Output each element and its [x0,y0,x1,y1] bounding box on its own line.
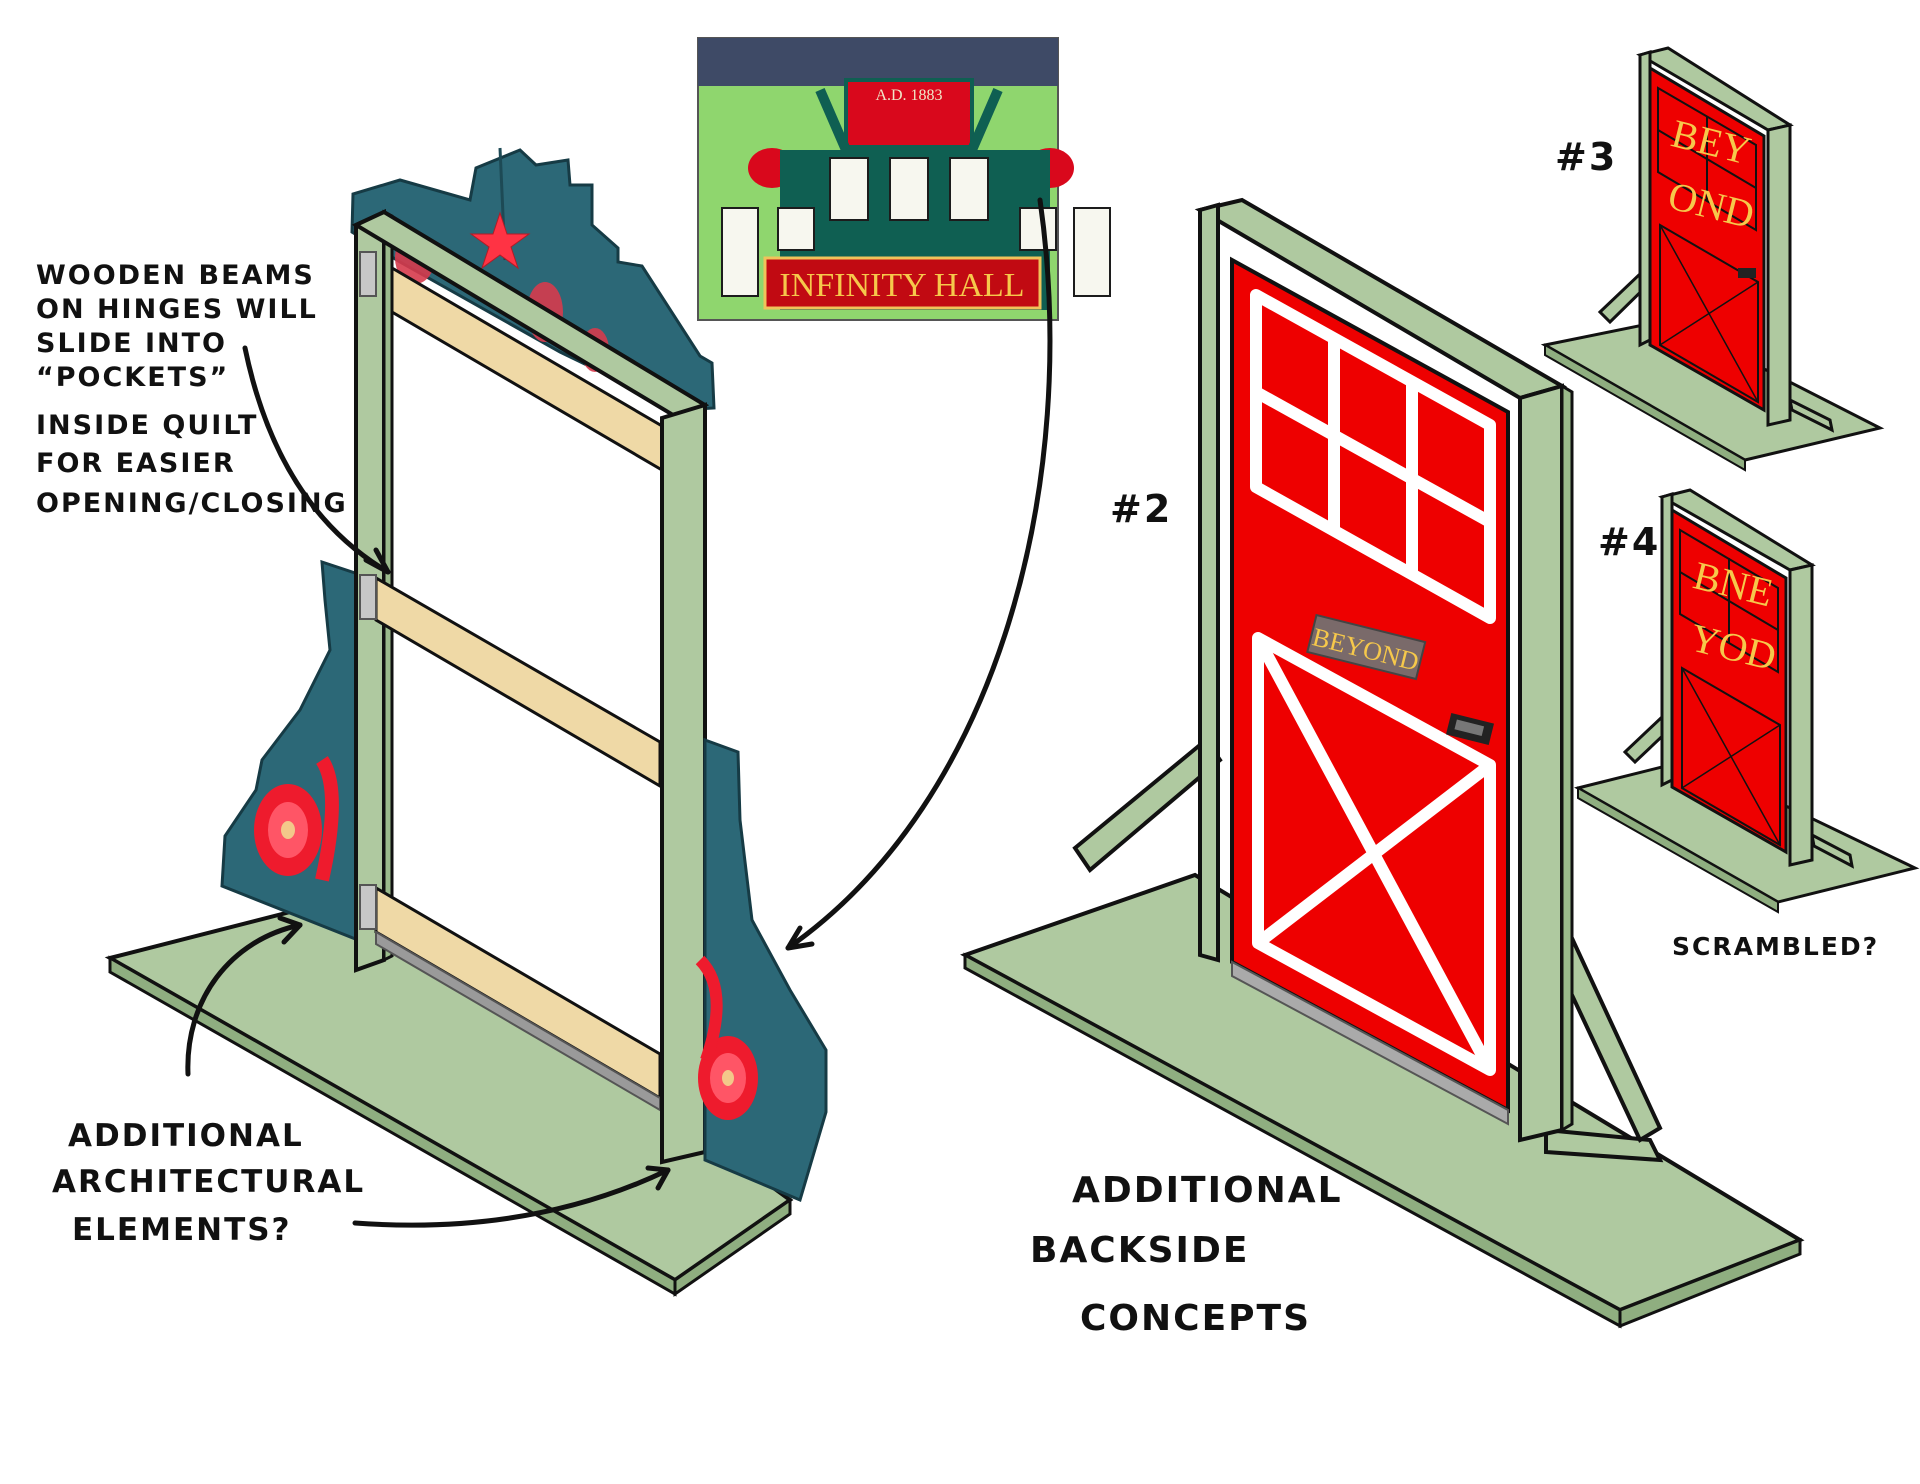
door-face [1230,256,1510,1114]
concept-4-door: BNE YOD [1574,488,1920,914]
concept-3-label: #3 [1555,135,1617,179]
photo-building-label: INFINITY HALL [779,267,1024,304]
concept-2-label: #2 [1110,487,1172,531]
photo-year-label: A.D. 1883 [875,87,942,104]
hinge-note-line: “POCKETS” [36,362,229,393]
reference-photo: INFINITY HALL A.D. 1883 [697,37,1111,321]
hinge-note-line: SLIDE INTO [36,328,227,359]
backside-note-line: CONCEPTS [1080,1298,1311,1339]
hinge-note-line: INSIDE QUILT [36,410,258,441]
architectural-note-line: ADDITIONAL [68,1118,304,1154]
hinge-icon [359,574,377,620]
architectural-note-line: ELEMENTS? [72,1212,292,1248]
scrambled-note: SCRAMBLED? [1672,932,1879,961]
backside-note-line: BACKSIDE [1030,1230,1249,1271]
hinge-note-line: ON HINGES WILL [36,294,318,325]
rosette-icon [254,784,322,876]
architectural-note: ADDITIONAL ARCHITECTURAL ELEMENTS? [52,1118,365,1248]
concept-2-door: BEYOND [960,197,1805,1329]
hinge-icon [359,251,377,297]
latch-icon [1445,713,1495,745]
backside-note-line: ADDITIONAL [1072,1170,1343,1211]
arrow-photo-to-frame [785,197,1053,951]
annotation-arrows [185,197,1053,1228]
wood-beam-middle [374,575,662,789]
teal-side-left [220,559,360,943]
architectural-note-line: ARCHITECTURAL [52,1164,365,1200]
door-window-grid [1250,289,1496,624]
hinge-note: WOODEN BEAMS ON HINGES WILL SLIDE INTO “… [36,260,348,519]
star-icon [469,211,531,270]
teal-side-right [703,737,828,1203]
hinge-note-line: WOODEN BEAMS [36,260,315,291]
hinge-note-line: FOR EASIER [36,448,236,479]
frame-structure [104,147,828,1297]
concept-4-label: #4 [1598,520,1660,564]
door-lower-panel [1252,632,1496,1076]
backside-note: ADDITIONAL BACKSIDE CONCEPTS [1030,1170,1343,1339]
photo-windows [721,157,1111,297]
hinge-icon [359,884,377,930]
right-post-front [660,402,707,1165]
arrow-to-side-right [352,1167,671,1228]
arrow-hinge-note [242,345,391,575]
arrow-to-side-left [185,922,303,1077]
concept-3-door: BEY OND [1540,46,1885,472]
hinge-note-line: OPENING/CLOSING [36,488,348,519]
